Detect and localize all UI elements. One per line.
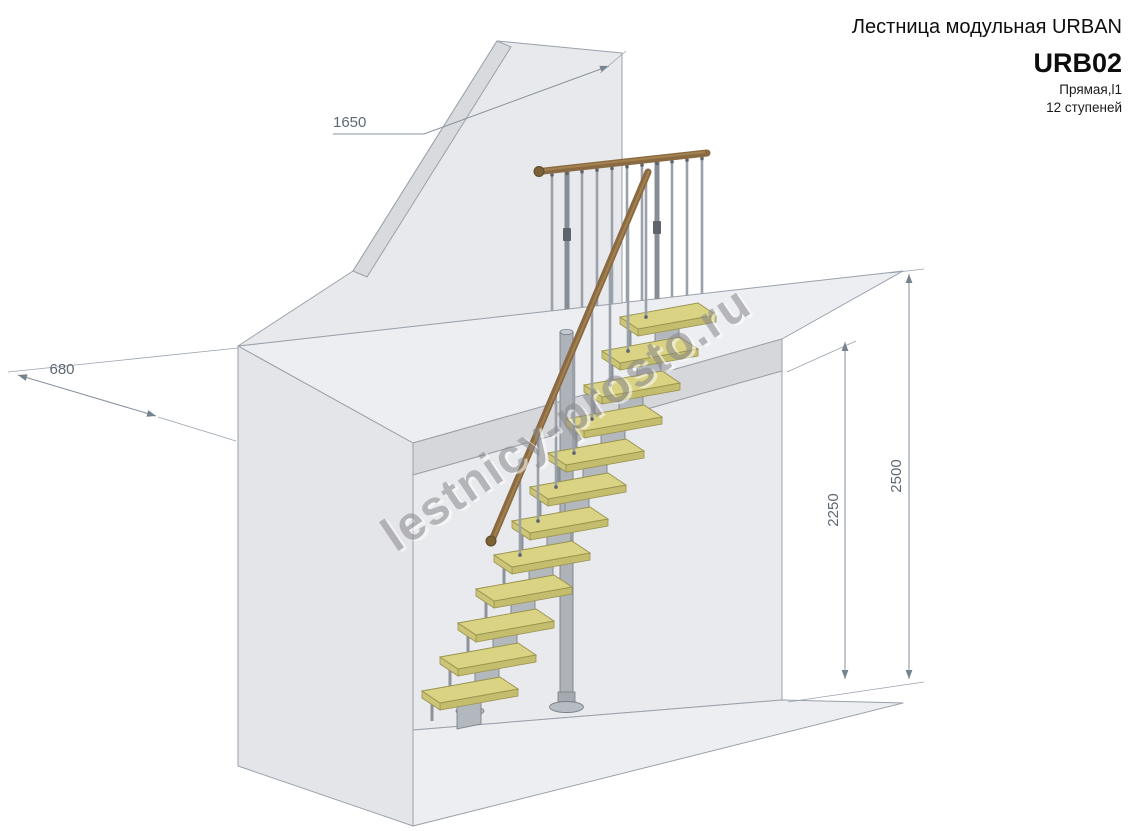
baluster-fitting <box>608 383 612 387</box>
dim-1650-leader <box>333 65 610 135</box>
baluster-fitting <box>554 485 558 489</box>
floor <box>412 699 904 827</box>
baluster-fitting <box>655 161 659 166</box>
dim-1650-label: 1650 <box>333 114 366 131</box>
tread-top <box>582 370 682 398</box>
tread-top <box>438 642 538 670</box>
dim-2500: 2500 <box>787 268 925 703</box>
stair-railing <box>485 168 652 557</box>
baluster-fitting <box>536 519 540 523</box>
baluster-fitting <box>626 349 630 353</box>
baluster-fitting <box>518 553 522 557</box>
landing-railing <box>533 149 711 311</box>
baluster-fitting <box>580 169 584 174</box>
dimensions: 1650 680 2500 2250 <box>7 50 925 703</box>
newel-bracket <box>563 228 571 241</box>
column-flange <box>549 701 584 713</box>
baluster-fitting <box>590 417 594 421</box>
dim-2250: 2250 <box>786 340 857 679</box>
tread-top <box>510 506 610 534</box>
baluster-fitting <box>640 163 644 167</box>
landing-handrail <box>537 149 711 175</box>
column-cap <box>559 328 574 335</box>
newel-bracket <box>653 221 661 234</box>
model-code: URB02 <box>1033 48 1122 78</box>
gable-wall-edge <box>352 40 512 278</box>
baluster-fitting <box>625 164 629 169</box>
dim-2500-ext-top <box>889 268 925 274</box>
stair-type: Прямая,l1 <box>1059 82 1122 97</box>
dim-2500-label: 2500 <box>888 459 905 492</box>
title-block: Лестница модульная URBAN URB02 Прямая,l1… <box>852 16 1122 115</box>
tread-top <box>492 540 592 568</box>
tread-top <box>456 608 556 636</box>
baluster-fitting <box>670 159 674 164</box>
dim-680-ext-a <box>7 347 239 373</box>
baluster-fitting <box>685 158 689 162</box>
stair-handrail-highlight <box>493 170 650 538</box>
tread-top <box>546 438 646 466</box>
baluster-fitting <box>644 315 648 319</box>
tread-top <box>600 336 700 364</box>
handrail-end-cap <box>485 535 497 547</box>
gable-wall <box>237 40 623 347</box>
baluster-fitting <box>700 156 704 161</box>
baluster-fitting <box>610 166 614 171</box>
dim-2250-ext-top <box>786 340 857 373</box>
tread-top <box>618 302 718 330</box>
dim-680-label: 680 <box>49 361 74 378</box>
baluster-fitting <box>550 173 554 177</box>
dim-1650-ext <box>599 50 627 74</box>
handrail-end-cap <box>533 166 545 177</box>
dim-680: 680 <box>7 347 239 442</box>
steps-count: 12 ступеней <box>1046 100 1122 115</box>
dim-1650: 1650 <box>333 50 627 135</box>
tread-top <box>420 676 520 704</box>
dim-680-line <box>17 374 157 417</box>
dim-680-ext-b <box>157 416 237 442</box>
baluster-fitting <box>565 171 569 176</box>
tread-top <box>564 404 664 432</box>
series-title: Лестница модульная URBAN <box>852 16 1122 38</box>
dim-2500-ext-bottom <box>787 681 925 703</box>
tread-top <box>528 472 628 500</box>
baluster-fitting <box>572 451 576 455</box>
staircase-treads <box>420 302 718 730</box>
landing-handrail-highlight <box>542 151 706 171</box>
tread-top <box>474 574 574 602</box>
dim-2250-label: 2250 <box>825 493 842 526</box>
baluster-fitting <box>595 168 599 172</box>
